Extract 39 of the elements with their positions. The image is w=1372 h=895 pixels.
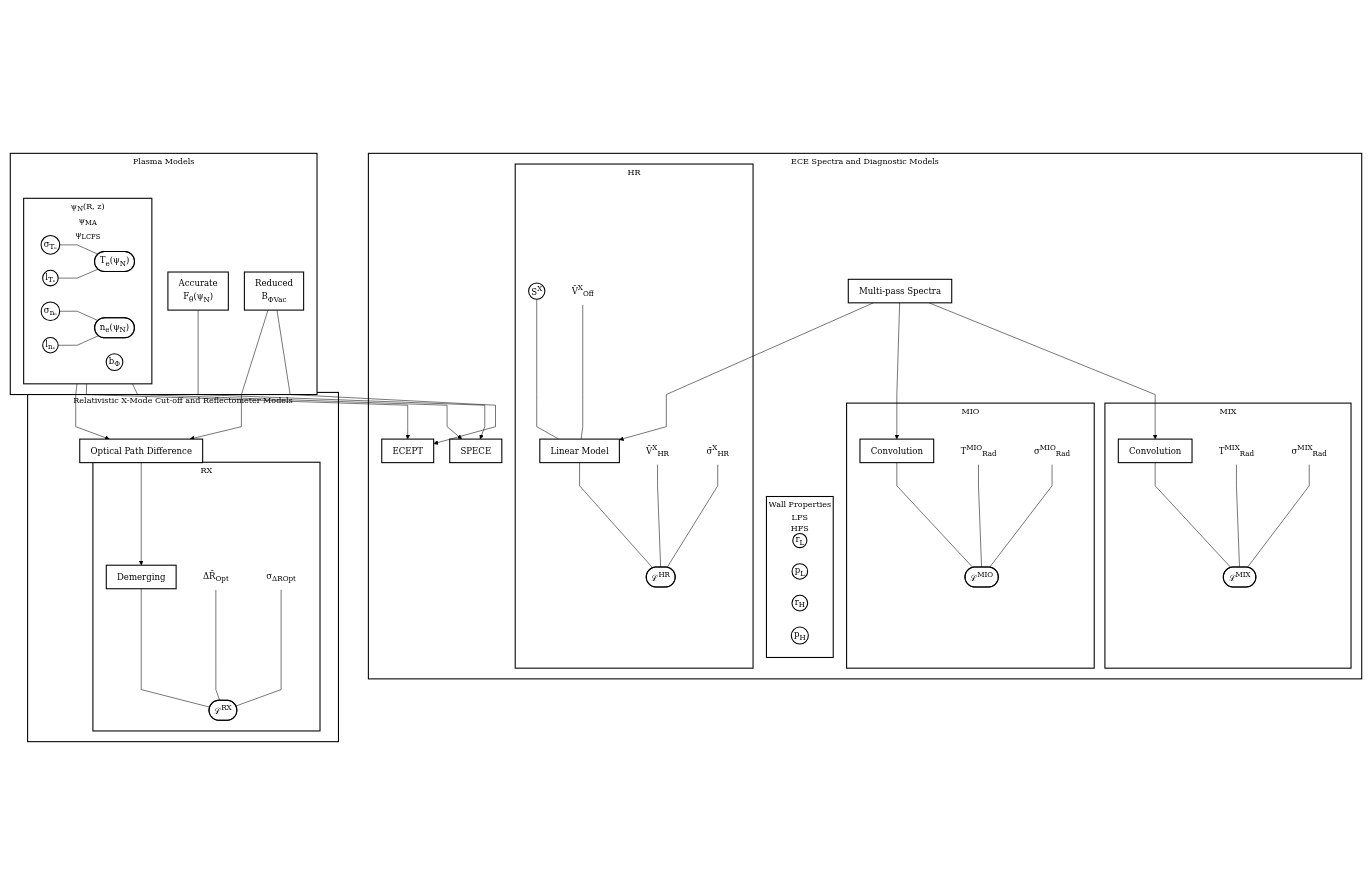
node-box: Reduced B$_{ΦVac}$ bbox=[243, 271, 305, 311]
node-box: SPECE bbox=[449, 438, 503, 464]
node-circle: r$_{H}$ bbox=[791, 594, 809, 612]
node-circle: S$^{X}$ bbox=[528, 282, 546, 300]
connector bbox=[1247, 464, 1310, 568]
node-text: ΔR̄$_{Opt}$ bbox=[202, 570, 229, 583]
connector bbox=[57, 335, 99, 346]
connector bbox=[978, 464, 982, 568]
node-text: σ$_{ΔROpt}$ bbox=[266, 570, 296, 583]
connector bbox=[580, 304, 583, 440]
connector bbox=[896, 462, 974, 568]
node-box: Linear Model bbox=[539, 438, 620, 464]
connector bbox=[1236, 464, 1240, 568]
node-circle: σ$_{Tₑ}$ bbox=[40, 234, 61, 255]
connector bbox=[235, 589, 282, 707]
connector bbox=[579, 462, 654, 569]
node-circle: σ$_{nₑ}$ bbox=[40, 301, 61, 322]
node-circle: l$_{Tₑ}$ bbox=[42, 269, 59, 287]
connector bbox=[59, 244, 99, 255]
connector bbox=[57, 268, 99, 279]
connector bbox=[215, 589, 221, 701]
node-box: Convolution bbox=[859, 438, 935, 464]
connector bbox=[59, 310, 99, 321]
node-circle: b$_{Φ}$ bbox=[105, 353, 124, 371]
node-box: Accurate F$_{θ}$(ψ$_{N}$) bbox=[167, 271, 229, 311]
connector bbox=[1154, 462, 1232, 568]
connector bbox=[657, 464, 661, 568]
connector bbox=[989, 464, 1053, 568]
node-circle: l$_{nₑ}$ bbox=[42, 337, 59, 354]
node-box: Multi-pass Spectra bbox=[847, 278, 953, 304]
node-circle: p$_{L}$ bbox=[791, 563, 809, 580]
node-circle: p$_{H}$ bbox=[790, 626, 809, 645]
node-box: Demerging bbox=[105, 564, 177, 590]
connector bbox=[666, 464, 718, 568]
node-box: Optical Path Difference bbox=[79, 438, 204, 464]
connector bbox=[536, 298, 560, 440]
node-box: ECEPT bbox=[381, 438, 435, 464]
node-circle: r$_{L}$ bbox=[792, 532, 808, 549]
node-box: Convolution bbox=[1117, 438, 1193, 464]
